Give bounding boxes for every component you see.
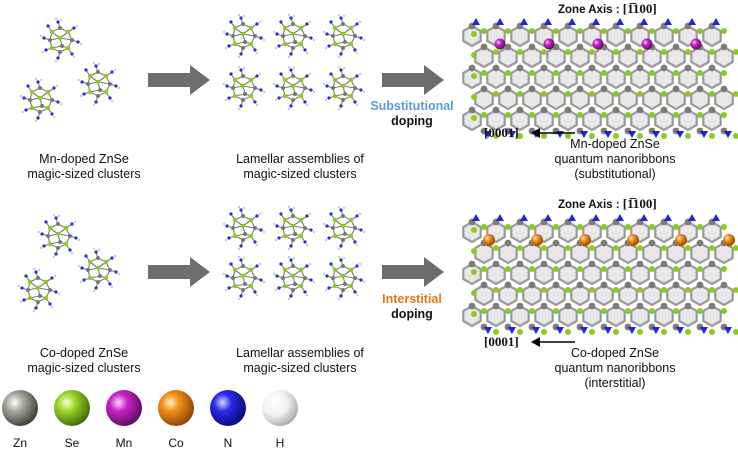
row2-start-label: Co-doped ZnSe magic-sized clusters <box>27 346 141 375</box>
row1-arrow-2 <box>382 65 444 95</box>
row1-clusters <box>19 17 121 123</box>
row2-zone-axis: Zone Axis : [1̅100] <box>558 196 657 211</box>
row2-clusters <box>17 213 121 313</box>
row1-assemblies <box>222 13 366 111</box>
row2-end-label: Co-doped ZnSe quantum nanoribbons (inter… <box>554 346 676 390</box>
legend-label-zn: Zn <box>12 436 27 450</box>
legend-sphere-co <box>158 390 194 426</box>
row2-assemblies <box>222 205 366 301</box>
row2-direction-label: [0001] <box>484 334 519 349</box>
row2-arrow-2 <box>382 257 444 287</box>
legend-sphere-zn <box>2 390 38 426</box>
legend <box>2 390 298 426</box>
row1-mid-label: Lamellar assemblies of magic-sized clust… <box>236 152 364 181</box>
row1-zone-axis: Zone Axis : [1̅100] <box>558 1 657 16</box>
direction-arrow-row1 <box>531 128 575 138</box>
row1-end-label: Mn-doped ZnSe quantum nanoribbons (subst… <box>554 137 676 181</box>
legend-sphere-n <box>210 390 246 426</box>
direction-arrow-row2 <box>531 337 575 347</box>
legend-sphere-se <box>54 390 90 426</box>
row2-doping-label: Interstitial doping <box>382 292 442 321</box>
row1-start-label: Mn-doped ZnSe magic-sized clusters <box>27 152 141 181</box>
legend-label-mn: Mn <box>115 436 133 450</box>
row1-doping-label: Substitutional doping <box>370 99 454 128</box>
row1-arrow-1 <box>148 65 210 95</box>
row2-mid-label: Lamellar assemblies of magic-sized clust… <box>236 346 364 375</box>
legend-label-co: Co <box>168 436 184 450</box>
legend-label-h: H <box>275 436 285 450</box>
legend-label-n: N <box>223 436 233 450</box>
legend-sphere-h <box>262 390 298 426</box>
nanoribbon-lattice-substitutional <box>462 18 738 139</box>
legend-label-se: Se <box>64 436 80 450</box>
nanoribbon-lattice-interstitial <box>462 214 738 335</box>
legend-sphere-mn <box>106 390 142 426</box>
row1-direction-label: [0001] <box>484 125 519 140</box>
row2-arrow-1 <box>148 257 210 287</box>
